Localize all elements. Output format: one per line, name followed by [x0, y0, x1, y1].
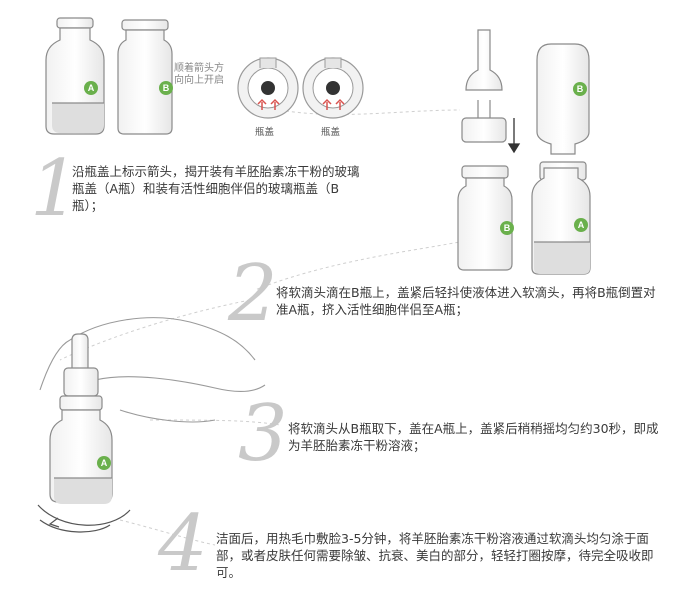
- step-text-4: 洁面后，用热毛巾敷脸3-5分钟，将羊胚胎素冻干粉溶液通过软滴头均匀涂于面部，或者…: [216, 531, 654, 580]
- bottle-a-step1: [45, 17, 105, 135]
- cap-diagram-1: [237, 57, 299, 119]
- step-text-3: 将软滴头从B瓶取下，盖在A瓶上，盖紧后稍稍摇均匀约30秒，即成为羊胚胎素冻干粉溶…: [288, 421, 659, 453]
- hand-illustration: [39, 317, 266, 423]
- badge-a-step1: A: [84, 81, 98, 95]
- dropper-step2: [461, 29, 507, 143]
- badge-a-step2: A: [574, 218, 588, 232]
- badge-b-step2: B: [500, 221, 514, 235]
- step-number-1: 1: [30, 144, 80, 234]
- open-hint: 顺着箭头方 向向上开启: [174, 63, 244, 87]
- cap-diagram-2: [302, 57, 364, 119]
- step-number-4: 4: [158, 499, 208, 589]
- open-hint-line2: 向向上开启: [174, 75, 224, 86]
- open-hint-line1: 顺着箭头方: [174, 63, 224, 74]
- step-number-3: 3: [238, 389, 288, 479]
- cap-label-1: 瓶盖: [255, 127, 275, 138]
- bottle-b-step1: [117, 19, 173, 135]
- bottle-a-step3: [49, 333, 113, 504]
- bottle-b-step2: [457, 165, 513, 271]
- shake-arrow-icon: [37, 504, 131, 533]
- badge-a-step3: A: [97, 456, 111, 470]
- cap-label-2: 瓶盖: [321, 127, 341, 138]
- badge-b-inverted: B: [573, 82, 587, 96]
- step-text-2: 将软滴头滴在B瓶上，盖紧后轻抖使液体进入软滴头，再将B瓶倒置对准A瓶，挤入活性细…: [276, 285, 656, 317]
- badge-b-step1: B: [159, 81, 173, 95]
- bottle-a-step2: [531, 167, 591, 275]
- down-arrow-icon: [507, 118, 521, 154]
- step-text-1: 沿瓶盖上标示箭头，揭开装有羊胚胎素冻干粉的玻璃瓶盖（A瓶）和装有活性细胞伴侣的玻…: [72, 164, 360, 213]
- flow-lines: [59, 109, 471, 546]
- step-number-2: 2: [228, 249, 278, 339]
